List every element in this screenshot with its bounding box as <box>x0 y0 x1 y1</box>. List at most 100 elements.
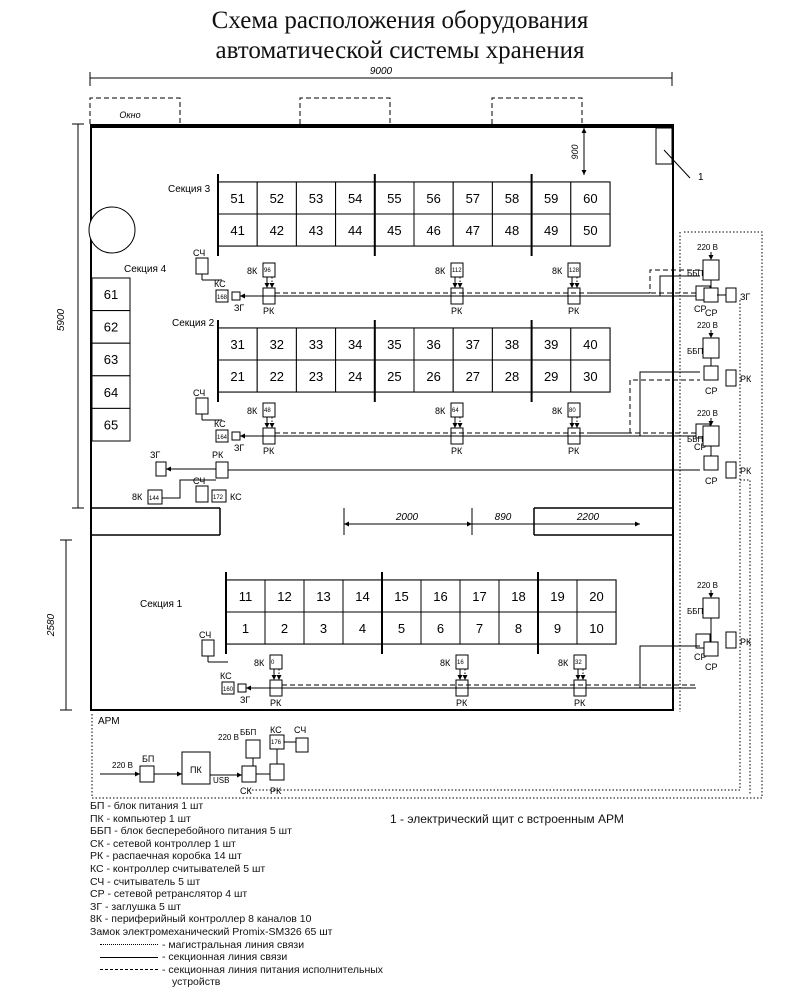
arrow-left-icon <box>166 466 171 472</box>
window-opening <box>89 97 181 124</box>
reader-controller-label: КС <box>214 279 226 289</box>
network-controller-label: СК <box>240 786 252 796</box>
peripheral-controller-label: 8К <box>435 266 446 276</box>
arrow-down-icon <box>457 423 463 428</box>
ups-box <box>702 597 720 619</box>
peripheral-controller-number: 144 <box>149 496 160 502</box>
cabinet-number: 36 <box>426 337 440 352</box>
arrow-down-icon <box>452 423 458 428</box>
plug-label: ЗГ <box>740 292 750 302</box>
arrow-down-icon <box>269 283 275 288</box>
plug-label: ЗГ <box>234 443 244 453</box>
mains-220v-label: 220 В <box>218 733 239 742</box>
legend-line-power-cont: устройств <box>172 976 221 989</box>
dim-left-lower-label: 2580 <box>46 613 57 637</box>
cabinet-cell <box>256 181 297 215</box>
cabinet-number: 21 <box>230 369 244 384</box>
legend: БП - блок питания 1 шт ПК - компьютер 1 … <box>90 800 383 989</box>
power-line <box>590 379 700 434</box>
cabinet-cell <box>91 277 131 312</box>
cabinet-number: 35 <box>387 337 401 352</box>
cabinet-number: 38 <box>505 337 519 352</box>
cabinet-cell <box>91 375 131 409</box>
junction-box-label: РК <box>740 637 752 647</box>
legend-line-section: - секционная линия связи <box>90 951 383 964</box>
arrow-up-icon <box>581 128 587 133</box>
ups-box <box>702 425 720 447</box>
repeater-box <box>703 455 719 471</box>
cabinet-number: 8 <box>515 621 522 636</box>
cabinet-number: 55 <box>387 191 401 206</box>
mains-220v-label: 220 В <box>112 761 133 770</box>
reader-controller-number: 176 <box>271 740 282 746</box>
ups-box <box>245 739 261 759</box>
cabinet-number: 12 <box>277 589 291 604</box>
dim-gap-label: 890 <box>495 512 512 523</box>
junction-box-label: РК <box>740 466 752 476</box>
peripheral-controller-number: 16 <box>457 660 464 666</box>
cabinet-number: 28 <box>505 369 519 384</box>
arrow-right-icon <box>467 521 472 527</box>
legend-item: ЗГ - заглушка 5 шт <box>90 900 181 913</box>
cabinet-cell <box>256 359 297 393</box>
cabinet-number: 24 <box>348 369 362 384</box>
cabinet-number: 26 <box>426 369 440 384</box>
cabinet-number: 17 <box>472 589 486 604</box>
cabinet-number: 2 <box>281 621 288 636</box>
main-line <box>248 300 741 791</box>
repeater-box <box>703 641 719 657</box>
peripheral-controller-box <box>450 262 464 278</box>
junction-box-label: РК <box>270 698 282 708</box>
ups-label: ББП <box>687 269 704 278</box>
reader-box <box>195 485 209 503</box>
junction-box-label: РК <box>263 446 275 456</box>
legend-item: СК - сетевой контроллер 1 шт <box>90 837 236 850</box>
cabinet-number: 29 <box>544 369 558 384</box>
legend-item: ПК - компьютер 1 шт <box>90 812 191 825</box>
cabinet-cell <box>420 579 461 613</box>
dim-width-label: 9000 <box>370 66 393 77</box>
arrow-down-icon <box>581 170 587 175</box>
cabinet-cell <box>531 327 572 361</box>
cabinet-cell <box>459 611 500 645</box>
dim-left-upper-label: 5900 <box>56 308 67 331</box>
cabinet-number: 15 <box>394 589 408 604</box>
window-opening <box>299 97 391 124</box>
mains-220v-label: 220 В <box>697 321 718 330</box>
dim-gap-label: 2000 <box>395 512 419 523</box>
peripheral-controller-label: 8К <box>247 406 258 416</box>
cabinet-cell <box>570 359 611 393</box>
section-4-label: Секция 4 <box>124 264 167 275</box>
cabinet-number: 22 <box>270 369 284 384</box>
cabinet-cell <box>576 611 617 645</box>
arrow-left-icon <box>246 685 251 691</box>
repeater-label: СР <box>705 308 718 318</box>
cabinet-cell <box>335 359 376 393</box>
section-line <box>610 645 700 689</box>
arrow-down-icon <box>580 675 586 680</box>
cabinet-cell <box>420 611 461 645</box>
cabinet-number: 6 <box>437 621 444 636</box>
peripheral-controller-number: 96 <box>264 268 271 274</box>
cabinet-number: 14 <box>355 589 369 604</box>
peripheral-controller-box <box>450 402 464 418</box>
cabinet-number: 43 <box>309 223 323 238</box>
cabinet-number: 52 <box>270 191 284 206</box>
arrow-down-icon <box>574 283 580 288</box>
plug-label: ЗГ <box>234 303 244 313</box>
cabinet-cell <box>91 310 131 344</box>
arrow-down-icon <box>271 675 277 680</box>
cabinet-cell <box>342 611 383 645</box>
cabinet-number: 7 <box>476 621 483 636</box>
arrow-down-icon <box>569 423 575 428</box>
cabinet-number: 1 <box>242 621 249 636</box>
cabinet-cell <box>335 213 376 247</box>
junction-box-label: РК <box>451 306 463 316</box>
legend-item: СЧ - считыватель 5 шт <box>90 875 201 888</box>
window-opening <box>491 97 583 124</box>
legend-item: РК - распаечная коробка 14 шт <box>90 850 242 863</box>
main-line <box>91 231 763 799</box>
cabinet-cell <box>295 213 337 247</box>
peripheral-controller-box <box>455 654 469 670</box>
cabinet-number: 16 <box>433 589 447 604</box>
